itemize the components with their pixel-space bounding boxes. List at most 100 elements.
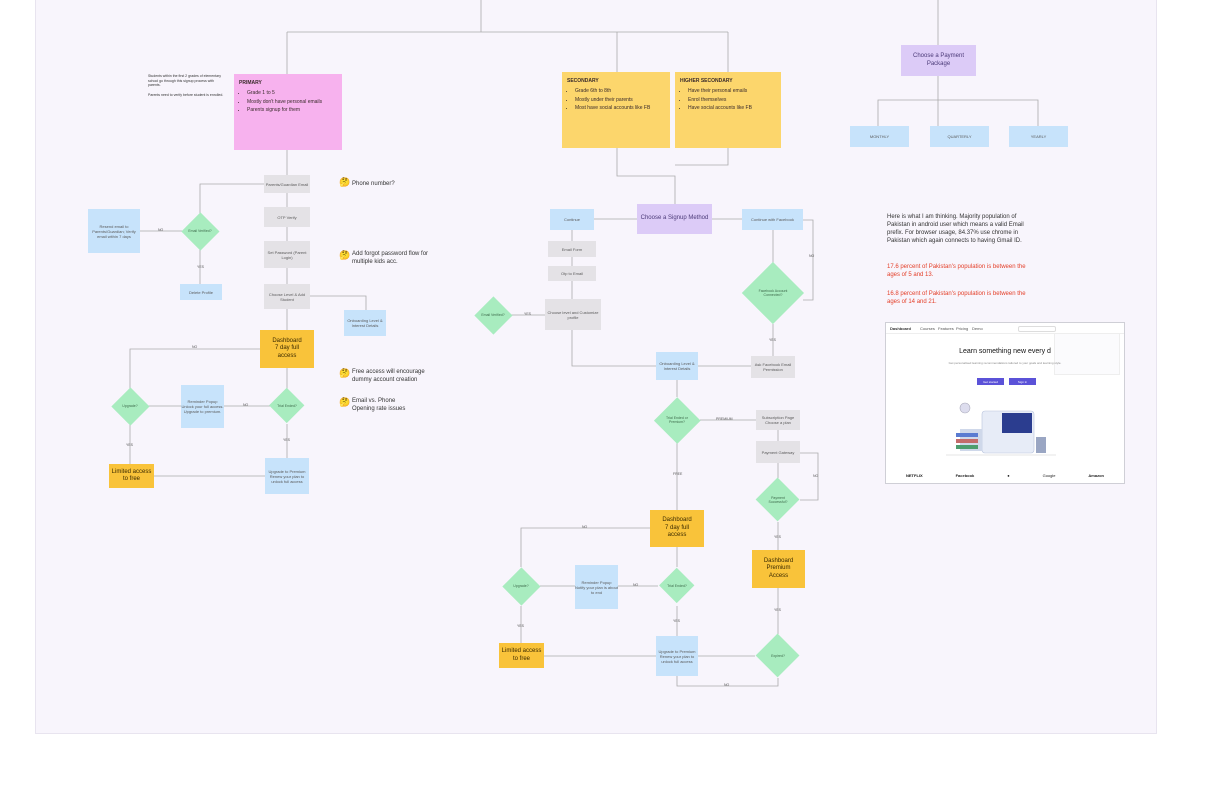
edge-free: FREE <box>673 472 682 476</box>
apple-logo-icon: ● <box>1007 473 1009 478</box>
note-forgot-password: Add forgot password flow for multiple ki… <box>352 250 432 266</box>
insight-text: Here is what I am thinking. Majority pop… <box>887 213 1032 245</box>
card-secondary-item: Most have social accounts like FB <box>575 105 650 111</box>
reminder-popup-left: Reminder Popup Unlock your full access. … <box>181 385 224 428</box>
trial-or-premium-decision-label: Trial Ended or Premium? <box>662 409 693 432</box>
email-verified-decision-label: Email Verified? <box>187 222 212 241</box>
email-verified-decision-mid-label: Email Verified? <box>480 306 505 325</box>
continue-facebook: Continue with Facebook <box>742 209 803 230</box>
edge-yes-4: YES <box>524 312 531 316</box>
dashboard-premium: Dashboard Premium Access <box>752 550 805 588</box>
customize-profile-step: Choose level and Customize profile <box>545 299 601 330</box>
thinking-emoji-4: 🤔 <box>339 397 349 408</box>
edge-no-1: NO <box>158 228 163 232</box>
payment-gateway: Payment Gateway <box>756 441 800 463</box>
parent-email-step: Parents/Guardian Email <box>264 175 310 193</box>
note-primary-info: Students within the first 2 grades of el… <box>148 74 226 98</box>
card-higher-secondary-item: Have their personal emails <box>688 88 752 94</box>
connector <box>572 330 656 366</box>
card-secondary-title: SECONDARY <box>567 78 599 84</box>
upgrade-decision-left-label: Upgrade? <box>117 397 142 416</box>
connector <box>938 100 1038 126</box>
connector <box>521 528 652 567</box>
card-secondary-list: Grade 6th to 8thMostly under their paren… <box>567 88 650 113</box>
reminder-popup-mid: Reminder Popup Notify your plan is about… <box>575 565 618 609</box>
connector <box>675 148 728 165</box>
insight-stat-1: 17.6 percent of Pakistan's population is… <box>887 263 1032 279</box>
edge-no-7: NO <box>633 583 638 587</box>
edge-no-4: NO <box>809 254 814 258</box>
netflix-logo: NETFLIX <box>906 473 923 478</box>
set-password-step: Set Password (Parent Login) <box>264 241 310 268</box>
thinking-emoji-1: 🤔 <box>339 177 349 188</box>
website-screenshot: Dashboard Courses Features Pricing Demo … <box>885 322 1125 484</box>
upgrade-premium-mid: Upgrade to Premium Renew your plan to un… <box>656 636 698 676</box>
facebook-logo: Facebook <box>956 473 975 478</box>
resend-email-box: Resend email to Parents/Guardian; Verify… <box>88 209 140 253</box>
otp-verify-step: OTP Verify <box>264 207 310 227</box>
dashboard-trial-mid: Dashboard 7 day full access <box>650 510 704 547</box>
amazon-logo: Amazon <box>1088 473 1104 478</box>
card-primary: PRIMARY Grade 1 to 5 Mostly don't have per… <box>234 74 342 150</box>
otp-email-step: Otp to Email <box>548 266 596 281</box>
expired-decision-label: Expired? <box>763 645 792 667</box>
facebook-permission-step: Ask Facebook Email Permission <box>751 356 795 378</box>
delete-profile-box: Delete Profile <box>180 284 222 300</box>
edge-yes-5: YES <box>769 338 776 342</box>
card-primary-item: Parents signup for them <box>247 107 322 113</box>
plan-yearly: YEARLY <box>1009 126 1068 147</box>
edge-yes-3: YES <box>126 443 133 447</box>
facebook-connected-decision-label: Facebook Account Connected? <box>752 278 793 309</box>
choose-signup-method: Choose a Signup Method <box>637 204 712 234</box>
connector <box>878 76 938 126</box>
card-higher-secondary-item: Enrol themselves <box>688 97 752 103</box>
choose-level-step: Choose Level & Add Student <box>264 284 310 309</box>
card-secondary: SECONDARY Grade 6th to 8thMostly under th… <box>562 72 670 148</box>
connector <box>200 184 264 214</box>
onboarding-details-mid: Onboarding Level & Interest Details <box>656 352 698 380</box>
limited-access-left: Limited access to free <box>109 464 154 488</box>
card-higher-secondary: HIGHER SECONDARY Have their personal emai… <box>675 72 781 148</box>
edge-yes-9: YES <box>774 608 781 612</box>
note-phone-otp: Phone number? <box>352 180 422 188</box>
plan-monthly: MONTHLY <box>850 126 909 147</box>
plan-quarterly: QUARTERLY <box>930 126 989 147</box>
note-free-access: Free access will encourage dummy account… <box>352 368 432 384</box>
choose-payment-package: Choose a Payment Package <box>901 45 976 76</box>
edge-no-2: NO <box>192 345 197 349</box>
card-primary-item: Grade 1 to 5 <box>247 90 322 96</box>
card-higher-secondary-list: Have their personal emailsEnrol themselv… <box>680 88 752 113</box>
email-form-step: Email Form <box>548 241 596 257</box>
insight-stat-2: 16.8 percent of Pakistan's population is… <box>887 290 1032 306</box>
website-illustration <box>886 323 1125 484</box>
card-higher-secondary-item: Have social accounts like FB <box>688 105 752 111</box>
upgrade-premium-left: Upgrade to Premium Renew your plan to un… <box>265 458 309 494</box>
edge-no-5: NO <box>813 474 818 478</box>
payment-success-decision-label: Payment Successful? <box>763 489 792 511</box>
edge-yes-2: YES <box>283 438 290 442</box>
edge-yes-1: YES <box>197 265 204 269</box>
card-primary-item: Mostly don't have personal emails <box>247 99 322 105</box>
card-primary-title: PRIMARY <box>239 80 262 86</box>
connector <box>310 296 366 310</box>
connector <box>617 148 675 204</box>
card-primary-list: Grade 1 to 5 Mostly don't have personal e… <box>239 90 322 115</box>
edge-yes-7: YES <box>673 619 680 623</box>
edge-no-8: NO <box>724 683 729 687</box>
thinking-emoji-2: 🤔 <box>339 250 349 261</box>
upgrade-decision-mid-label: Upgrade? <box>508 577 533 596</box>
website-logo-row: NETFLIX Facebook ● Google Amazon <box>906 473 1104 478</box>
dashboard-trial-left: Dashboard 7 day full access <box>260 330 314 368</box>
thinking-emoji-3: 🤔 <box>339 368 349 379</box>
card-higher-secondary-title: HIGHER SECONDARY <box>680 78 733 84</box>
edge-premium: PREMIUM <box>716 417 733 421</box>
note-email-vs-phone: Email vs. Phone Opening rate issues <box>352 397 432 413</box>
edge-no-6: NO <box>582 525 587 529</box>
continue-email: Continue <box>550 209 594 230</box>
card-secondary-item: Mostly under their parents <box>575 97 650 103</box>
onboarding-details: Onboarding Level & Interest Details <box>344 310 386 336</box>
trial-ended-decision-mid-label: Trial Ended? <box>665 577 689 595</box>
edge-no-3: NO <box>243 403 248 407</box>
connector <box>803 220 813 300</box>
limited-access-mid: Limited access to free <box>499 643 544 668</box>
